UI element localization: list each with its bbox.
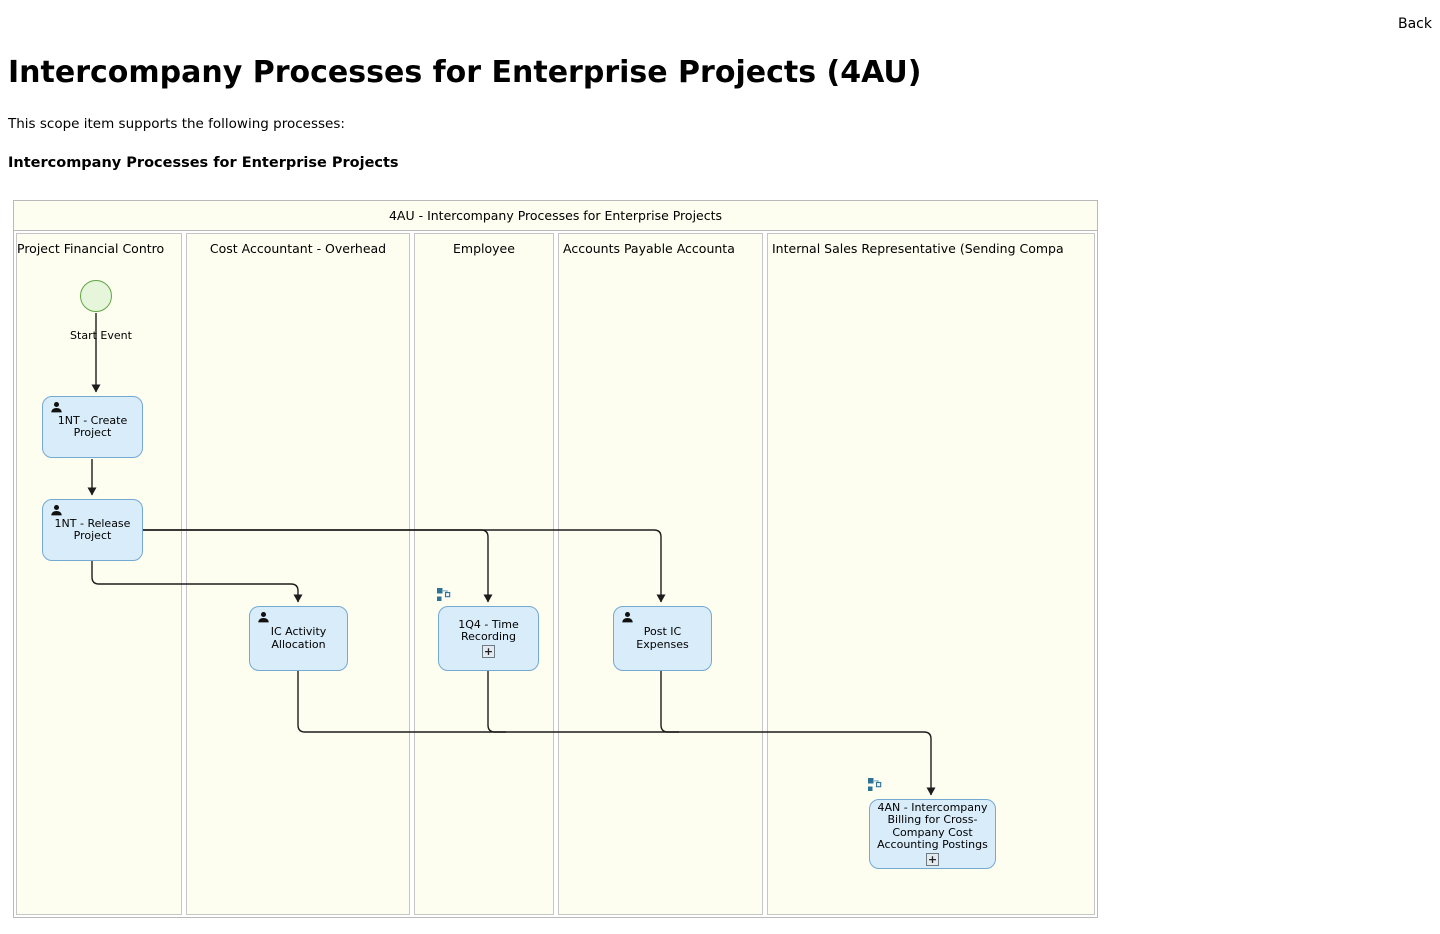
- process-diagram-pool: 4AU - Intercompany Processes for Enterpr…: [13, 200, 1098, 918]
- lane-label: Employee: [453, 241, 515, 256]
- user-task-icon: [50, 504, 63, 517]
- task-label: 4AN - Intercompany Billing for Cross-Com…: [877, 800, 988, 851]
- back-link[interactable]: Back: [1398, 16, 1432, 32]
- lane-label: Internal Sales Representative (Sending C…: [772, 241, 1064, 256]
- linked-process-icon: [436, 587, 453, 602]
- lane-label: Cost Accountant - Overhead: [209, 241, 387, 256]
- task-post-ic-expenses[interactable]: Post IC Expenses: [613, 606, 712, 671]
- subprocess-intercompany-billing[interactable]: 4AN - Intercompany Billing for Cross-Com…: [869, 799, 996, 869]
- start-event[interactable]: [80, 280, 112, 312]
- intro-text: This scope item supports the following p…: [8, 116, 345, 132]
- task-label: IC Activity Allocation: [270, 625, 327, 651]
- user-task-icon: [621, 611, 634, 624]
- user-task-icon: [257, 611, 270, 624]
- start-event-label: Start Event: [70, 329, 132, 342]
- task-label: 1NT - Create Project: [57, 413, 128, 439]
- lane-employee: Employee: [414, 233, 554, 915]
- lane-cost-accountant-overhead: Cost Accountant - Overhead: [186, 233, 410, 915]
- section-heading: Intercompany Processes for Enterprise Pr…: [8, 155, 399, 171]
- expand-subprocess-icon[interactable]: +: [482, 645, 495, 659]
- linked-process-icon: [867, 777, 884, 792]
- user-task-icon: [50, 401, 63, 414]
- task-label: 1Q4 - Time Recording: [458, 617, 519, 643]
- task-label: 1NT - Release Project: [54, 516, 131, 542]
- lane-label: Accounts Payable Accounta: [563, 241, 735, 256]
- task-label: Post IC Expenses: [636, 625, 689, 651]
- pool-title: 4AU - Intercompany Processes for Enterpr…: [14, 201, 1097, 231]
- lane-label: Project Financial Contro: [17, 241, 165, 256]
- task-create-project[interactable]: 1NT - Create Project: [42, 396, 143, 458]
- task-release-project[interactable]: 1NT - Release Project: [42, 499, 143, 561]
- task-ic-activity-allocation[interactable]: IC Activity Allocation: [249, 606, 348, 671]
- page-title: Intercompany Processes for Enterprise Pr…: [8, 55, 922, 90]
- expand-subprocess-icon[interactable]: +: [926, 853, 939, 867]
- subprocess-time-recording[interactable]: 1Q4 - Time Recording +: [438, 606, 539, 671]
- lane-accounts-payable-accountant: Accounts Payable Accounta: [558, 233, 763, 915]
